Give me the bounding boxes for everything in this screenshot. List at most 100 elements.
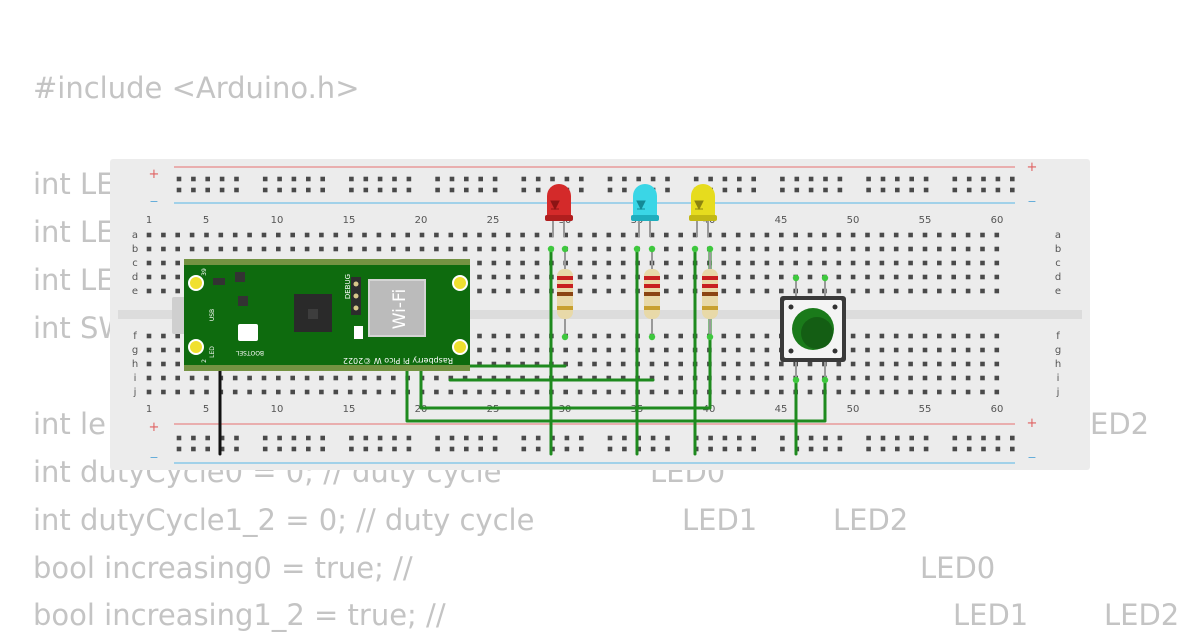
breadboard-hole[interactable]	[333, 375, 339, 381]
breadboard-hole[interactable]	[721, 333, 727, 339]
breadboard-hole[interactable]	[563, 375, 568, 381]
breadboard-hole[interactable]	[505, 361, 511, 367]
breadboard-hole[interactable]	[276, 375, 281, 381]
breadboard-hole[interactable]	[161, 260, 166, 266]
breadboard-hole[interactable]	[1010, 187, 1015, 193]
breadboard-hole[interactable]	[965, 347, 971, 353]
led-cyan[interactable]	[631, 184, 659, 237]
breadboard-hole[interactable]	[376, 232, 382, 238]
breadboard-hole[interactable]	[448, 246, 454, 252]
breadboard-hole[interactable]	[750, 274, 755, 280]
breadboard-hole[interactable]	[1010, 176, 1015, 182]
breadboard-hole[interactable]	[534, 232, 540, 238]
breadboard-hole[interactable]	[462, 375, 468, 381]
breadboard-hole[interactable]	[520, 375, 525, 381]
breadboard-hole[interactable]	[592, 333, 597, 339]
breadboard-hole[interactable]	[622, 187, 627, 193]
breadboard-hole[interactable]	[290, 232, 295, 238]
breadboard-hole[interactable]	[751, 435, 756, 441]
breadboard-hole[interactable]	[707, 232, 712, 238]
breadboard-hole[interactable]	[951, 375, 956, 381]
breadboard-hole[interactable]	[865, 232, 870, 238]
breadboard-hole[interactable]	[908, 274, 913, 280]
breadboard-hole[interactable]	[764, 389, 770, 395]
breadboard-hole[interactable]	[994, 375, 1000, 381]
breadboard-hole[interactable]	[893, 246, 899, 252]
breadboard-hole[interactable]	[592, 274, 597, 280]
breadboard-hole[interactable]	[937, 288, 942, 294]
breadboard-hole[interactable]	[923, 187, 929, 193]
breadboard-hole[interactable]	[794, 187, 800, 193]
breadboard-hole[interactable]	[664, 347, 669, 353]
breadboard-hole[interactable]	[161, 347, 166, 353]
breadboard-hole[interactable]	[678, 347, 683, 353]
breadboard-hole[interactable]	[146, 288, 152, 294]
breadboard-hole[interactable]	[534, 389, 540, 395]
breadboard-hole[interactable]	[708, 176, 713, 182]
breadboard-hole[interactable]	[865, 347, 870, 353]
breadboard-hole[interactable]	[807, 389, 813, 395]
breadboard-hole[interactable]	[146, 389, 152, 395]
breadboard-hole[interactable]	[161, 232, 166, 238]
breadboard-hole[interactable]	[520, 274, 525, 280]
breadboard-hole[interactable]	[952, 435, 958, 441]
breadboard-hole[interactable]	[780, 435, 785, 441]
breadboard-hole[interactable]	[491, 232, 497, 238]
breadboard-hole[interactable]	[850, 347, 856, 353]
breadboard-hole[interactable]	[219, 176, 225, 182]
breadboard-hole[interactable]	[708, 435, 713, 441]
breadboard-hole[interactable]	[435, 435, 440, 441]
breadboard-hole[interactable]	[664, 375, 669, 381]
breadboard-hole[interactable]	[620, 375, 626, 381]
breadboard-hole[interactable]	[650, 176, 656, 182]
breadboard-hole[interactable]	[291, 187, 297, 193]
breadboard-hole[interactable]	[793, 260, 798, 266]
breadboard-hole[interactable]	[535, 446, 541, 452]
breadboard-hole[interactable]	[664, 288, 669, 294]
breadboard-hole[interactable]	[951, 274, 956, 280]
breadboard-hole[interactable]	[232, 232, 238, 238]
breadboard-hole[interactable]	[234, 176, 239, 182]
breadboard-hole[interactable]	[665, 176, 670, 182]
breadboard-hole[interactable]	[664, 274, 669, 280]
breadboard-hole[interactable]	[464, 176, 469, 182]
breadboard-hole[interactable]	[965, 389, 971, 395]
breadboard-hole[interactable]	[347, 232, 353, 238]
breadboard-hole[interactable]	[951, 288, 956, 294]
breadboard-hole[interactable]	[908, 361, 913, 367]
breadboard-hole[interactable]	[247, 389, 252, 395]
breadboard-hole[interactable]	[477, 347, 482, 353]
breadboard-hole[interactable]	[232, 375, 238, 381]
breadboard-hole[interactable]	[306, 176, 311, 182]
breadboard-hole[interactable]	[606, 389, 612, 395]
breadboard-hole[interactable]	[965, 333, 971, 339]
breadboard-hole[interactable]	[837, 176, 843, 182]
breadboard-hole[interactable]	[836, 274, 842, 280]
breadboard-hole[interactable]	[908, 246, 913, 252]
breadboard-hole[interactable]	[435, 446, 440, 452]
breadboard-hole[interactable]	[650, 435, 656, 441]
breadboard-hole[interactable]	[879, 274, 885, 280]
resistor-cyan-led[interactable]	[644, 249, 660, 337]
breadboard-hole[interactable]	[721, 361, 727, 367]
breadboard-hole[interactable]	[462, 389, 468, 395]
breadboard-hole[interactable]	[191, 176, 196, 182]
breadboard-hole[interactable]	[449, 446, 455, 452]
breadboard-hole[interactable]	[520, 347, 525, 353]
breadboard-hole[interactable]	[951, 389, 956, 395]
breadboard-hole[interactable]	[620, 361, 626, 367]
breadboard-hole[interactable]	[262, 446, 268, 452]
breadboard-hole[interactable]	[262, 187, 268, 193]
breadboard-hole[interactable]	[994, 288, 1000, 294]
breadboard-hole[interactable]	[232, 389, 238, 395]
breadboard-hole[interactable]	[161, 274, 166, 280]
breadboard-hole[interactable]	[363, 435, 369, 441]
breadboard-hole[interactable]	[505, 260, 511, 266]
breadboard-hole[interactable]	[866, 187, 871, 193]
breadboard-hole[interactable]	[836, 361, 842, 367]
breadboard-hole[interactable]	[204, 389, 209, 395]
breadboard-hole[interactable]	[764, 361, 770, 367]
breadboard-hole[interactable]	[735, 274, 741, 280]
breadboard-hole[interactable]	[850, 246, 856, 252]
breadboard-hole[interactable]	[750, 288, 755, 294]
